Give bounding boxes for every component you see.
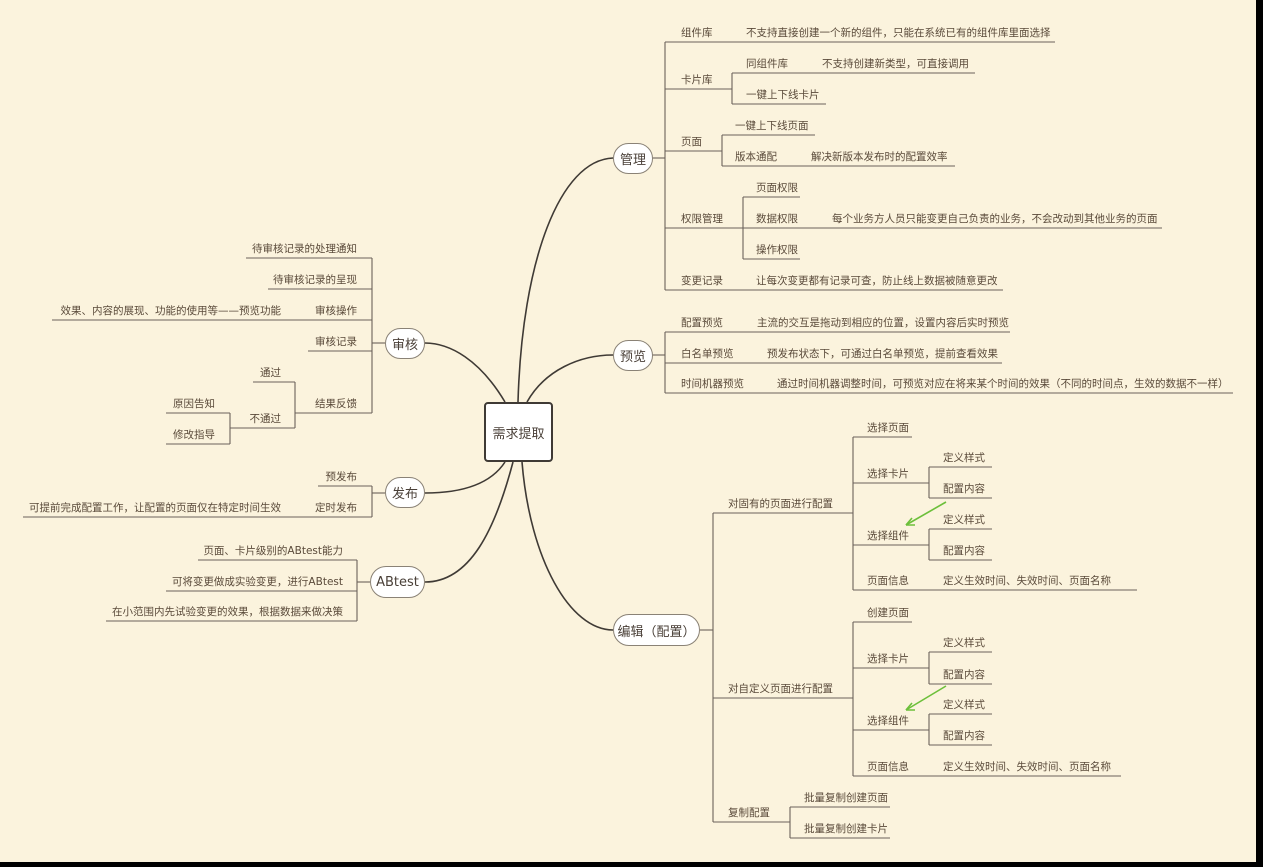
curve-root-edit [521,461,614,631]
node-abtest-small[interactable]: 在小范围内先试验变更的效果，根据数据来做决策 [112,606,343,618]
node-page[interactable]: 页面 [681,136,702,148]
node-scheduled-note[interactable]: 可提前完成配置工作，让配置的页面仅在特定时间生效 [29,502,281,514]
curve-root-preview [526,354,614,403]
topic-review[interactable]: 审核 [385,328,425,359]
node-scheduled-publish[interactable]: 定时发布 [315,502,357,514]
node-review-guide[interactable]: 修改指导 [173,429,215,441]
window-edge-bottom [0,862,1263,867]
node-page-info-note[interactable]: 定义生效时间、失效时间、页面名称 [943,575,1111,587]
node-copy-config[interactable]: 复制配置 [728,807,770,819]
node-review-notify[interactable]: 待审核记录的处理通知 [252,243,357,255]
node-select-page[interactable]: 选择页面 [867,422,909,434]
node-custom-page-config[interactable]: 对自定义页面进行配置 [728,683,833,695]
topic-label: 预览 [619,350,646,365]
node-config-content[interactable]: 配置内容 [943,545,985,557]
node-data-permission[interactable]: 数据权限 [756,213,798,225]
topic-abtest[interactable]: ABtest [370,566,425,598]
node-data-permission-note[interactable]: 每个业务方人员只能变更自己负责的业务，不会改动到其他业务的页面 [832,213,1158,225]
node-abtest-experiment[interactable]: 可将变更做成实验变更，进行ABtest [171,576,343,588]
topic-manage[interactable]: 管理 [613,143,653,174]
curve-root-abtest [424,461,514,583]
node-changelog-note[interactable]: 让每次变更都有记录可查，防止线上数据被随意更改 [756,275,998,287]
node-review-record[interactable]: 审核记录 [315,336,357,348]
topic-preview[interactable]: 预览 [613,340,653,371]
node-define-style[interactable]: 定义样式 [943,637,985,649]
node-whitelist-note[interactable]: 预发布状态下，可通过白名单预览，提前查看效果 [767,348,998,360]
relation-arrow [905,685,947,711]
node-review-operation-note[interactable]: 效果、内容的展现、功能的使用等——预览功能 [60,305,282,317]
node-op-permission[interactable]: 操作权限 [756,244,798,256]
node-review-feedback[interactable]: 结果反馈 [315,398,357,410]
node-config-preview-note[interactable]: 主流的交互是拖动到相应的位置，设置内容后实时预览 [757,317,1009,329]
central-topic-label: 需求提取 [492,426,545,442]
node-define-style[interactable]: 定义样式 [943,699,985,711]
node-review-pass[interactable]: 通过 [260,367,281,379]
topic-label: 发布 [391,487,418,502]
node-component-lib[interactable]: 组件库 [681,27,713,39]
node-page-permission[interactable]: 页面权限 [756,182,798,194]
node-same-note[interactable]: 不支持创建新类型，可直接调用 [822,58,969,70]
node-timemachine-note[interactable]: 通过时间机器调整时间，可预览对应在将来某个时间的效果（不同的时间点，生效的数据不… [777,378,1229,390]
node-config-content[interactable]: 配置内容 [943,669,985,681]
node-page-info[interactable]: 页面信息 [867,761,909,773]
node-page-info[interactable]: 页面信息 [867,575,909,587]
curve-root-manage [517,157,614,403]
node-card-lib[interactable]: 卡片库 [681,74,713,86]
node-same-as-component[interactable]: 同组件库 [746,58,788,70]
node-whitelist-preview[interactable]: 白名单预览 [681,348,734,360]
node-config-content[interactable]: 配置内容 [943,483,985,495]
node-pre-publish[interactable]: 预发布 [325,471,358,483]
node-define-style[interactable]: 定义样式 [943,452,985,464]
node-review-display[interactable]: 待审核记录的呈现 [273,274,357,286]
central-topic[interactable]: 需求提取 [484,402,553,462]
node-review-reason[interactable]: 原因告知 [173,398,215,410]
node-review-operation[interactable]: 审核操作 [315,305,357,317]
node-review-fail[interactable]: 不通过 [249,413,282,425]
topic-edit[interactable]: 编辑（配置） [613,614,700,646]
node-page-online[interactable]: 一键上下线页面 [735,120,809,132]
curve-root-review [424,342,506,403]
node-page-info-note[interactable]: 定义生效时间、失效时间、页面名称 [943,761,1111,773]
node-component-lib-note[interactable]: 不支持直接创建一个新的组件，只能在系统已有的组件库里面选择 [746,27,1051,39]
topic-publish[interactable]: 发布 [385,477,425,508]
topic-label: 审核 [391,338,418,353]
node-create-page[interactable]: 创建页面 [867,607,909,619]
topic-label: ABtest [376,574,419,590]
node-select-component[interactable]: 选择组件 [867,530,909,542]
node-batch-copy-page[interactable]: 批量复制创建页面 [804,792,888,804]
node-define-style[interactable]: 定义样式 [943,514,985,526]
node-select-card[interactable]: 选择卡片 [867,468,909,480]
node-select-card[interactable]: 选择卡片 [867,653,909,665]
node-config-content[interactable]: 配置内容 [943,730,985,742]
node-card-online[interactable]: 一键上下线卡片 [746,89,820,101]
node-timemachine-preview[interactable]: 时间机器预览 [681,378,744,390]
topic-label: 编辑（配置） [617,624,696,640]
node-version[interactable]: 版本通配 [735,151,777,163]
node-abtest-level[interactable]: 页面、卡片级别的ABtest能力 [203,545,343,557]
node-existing-page-config[interactable]: 对固有的页面进行配置 [728,498,833,510]
window-edge-right [1256,0,1263,867]
topic-label: 管理 [619,153,646,168]
node-changelog[interactable]: 变更记录 [681,275,723,287]
node-config-preview[interactable]: 配置预览 [681,317,723,329]
node-version-note[interactable]: 解决新版本发布时的配置效率 [811,151,948,163]
curve-root-publish [424,461,506,494]
relation-arrow [905,501,947,526]
node-permission[interactable]: 权限管理 [681,213,723,225]
node-select-component[interactable]: 选择组件 [867,715,909,727]
node-batch-copy-card[interactable]: 批量复制创建卡片 [804,823,888,835]
